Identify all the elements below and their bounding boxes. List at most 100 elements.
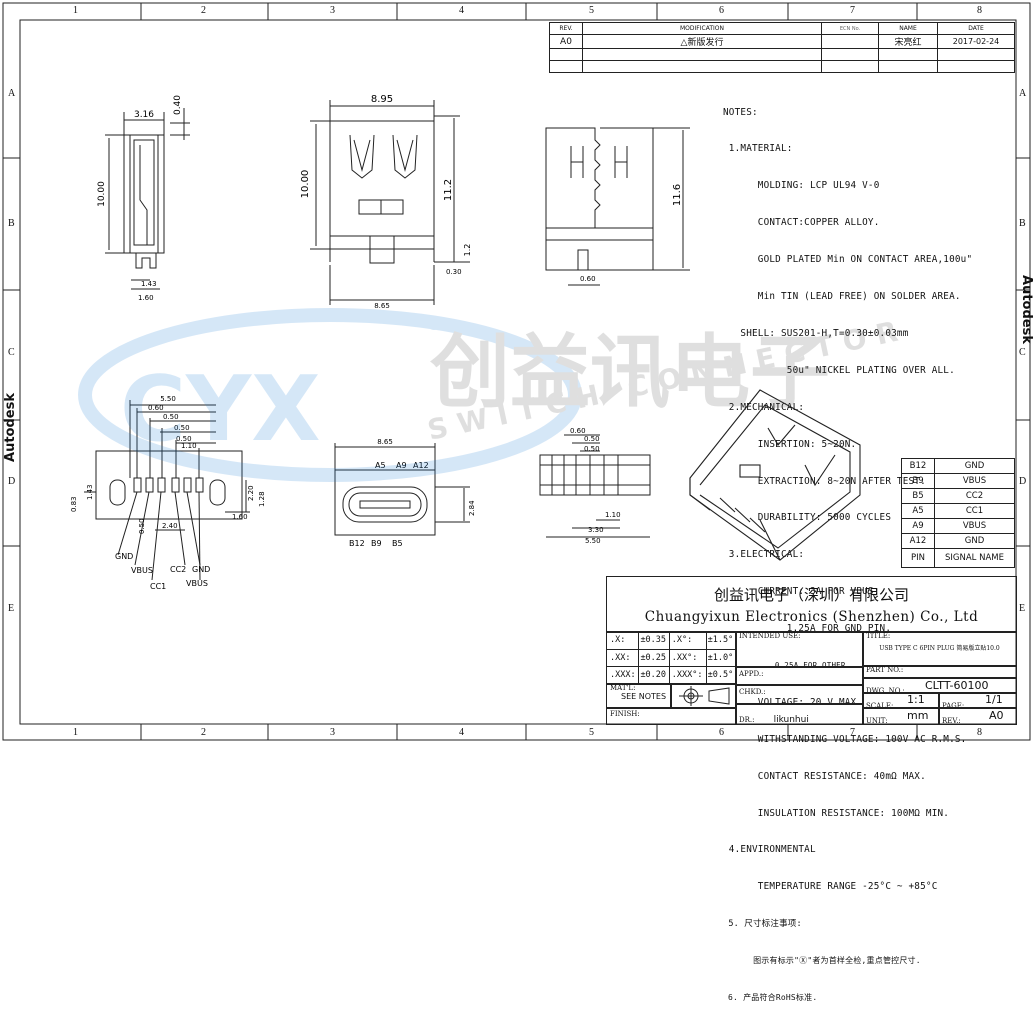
- fv-top-a5: A5: [375, 461, 386, 470]
- pin-cell: B5: [901, 488, 935, 504]
- zone-col-5: 5: [589, 5, 594, 16]
- dim-fp-0: 5.50: [160, 395, 176, 403]
- signal-cell: CC2: [934, 488, 1015, 504]
- tol-value: ±0.35: [638, 632, 670, 649]
- dim-v1-top: 0.40: [173, 95, 183, 115]
- dim-v3-h: 11.6: [672, 184, 683, 206]
- notes-line: 图示有标示"Ⓧ"者为首样全检,重点管控尺寸.: [723, 956, 921, 966]
- mat-label: MAT'L:: [610, 684, 636, 692]
- chkd-label: CHKD.:: [739, 688, 766, 696]
- rev-cell: REV.: A0: [938, 707, 1017, 725]
- front-view-2: [310, 100, 470, 305]
- notes-line: VOLTAGE: 20 V MAX: [723, 696, 857, 708]
- fp-label-vbus: VBUS: [131, 566, 153, 575]
- part-no-label: PART NO.:: [866, 666, 904, 674]
- notes-line: 1.25A FOR GND PIN.: [723, 623, 892, 635]
- zone-col-4-bottom: 4: [459, 727, 464, 738]
- notes-line: SHELL: SUS201-H,T=0.30±0.03mm: [723, 327, 909, 339]
- unit-cell: UNIT: mm: [862, 707, 940, 725]
- notes-line: 4.ENVIRONMENTAL: [723, 844, 816, 856]
- zone-row-b-right: B: [1019, 218, 1026, 229]
- zone-col-8-bottom: 8: [977, 727, 982, 738]
- signal-cell: VBUS: [934, 518, 1015, 534]
- title-block-company: 创益讯电子（深圳）有限公司 Chuangyixun Electronics (S…: [606, 576, 1017, 633]
- signal-cell: GND: [934, 458, 1015, 474]
- zone-col-7: 7: [850, 5, 855, 16]
- side-view-1: [105, 108, 190, 290]
- notes-line: 6. 产品符合RoHS标准.: [723, 992, 818, 1002]
- dim-v2-w: 8.95: [371, 94, 393, 105]
- zone-row-e-right: E: [1019, 603, 1026, 614]
- company-name-en: Chuangyixun Electronics (Shenzhen) Co., …: [644, 609, 979, 625]
- watermark-mark: ®: [425, 314, 443, 335]
- tol-label: .XX°:: [669, 649, 707, 666]
- fv-bot-b12: B12: [349, 539, 365, 548]
- zone-col-1: 1: [73, 5, 78, 16]
- notes-line: 3.ELECTRICAL:: [723, 549, 805, 561]
- notes-line: INSULATION RESISTANCE: 100MΩ MIN.: [723, 807, 950, 819]
- zone-row-b: B: [8, 218, 15, 229]
- watermark-en: SWITCH CONNECTOR: [425, 313, 911, 447]
- scale-label: SCALE:: [866, 702, 894, 710]
- dr-value: likunhui: [773, 715, 809, 725]
- dim-fv-w: 8.65: [377, 438, 393, 446]
- notes-line: INSERTION: 5~20N.: [723, 438, 857, 450]
- notes-line: 2.MECHANICAL:: [723, 401, 805, 413]
- back-view-3: [545, 127, 690, 286]
- tolerance-block: .X: ±0.35 .X°: ±1.5° .XX: ±0.25 .XX°: ±1…: [606, 631, 737, 685]
- dim-sv-3: 1.10: [605, 511, 621, 519]
- dim-v1-h: 10.00: [97, 181, 107, 207]
- zone-row-c: C: [8, 347, 15, 358]
- notes-line: DURABILITY: 5000 CYCLES: [723, 512, 892, 524]
- zone-row-a: A: [8, 88, 16, 99]
- dim-sv-4: 3.30: [588, 526, 604, 534]
- page-value: 1/1: [985, 693, 1003, 706]
- notes-line: 5. 尺寸标注事项:: [723, 919, 802, 930]
- pin-cell: A12: [901, 533, 935, 549]
- dim-fv-h: 2.84: [468, 500, 476, 516]
- notes-line: 50u" NICKEL PLATING OVER ALL.: [723, 364, 955, 376]
- dim-fp-10: 2.20: [247, 485, 255, 501]
- dim-sv-2: 0.50: [584, 445, 600, 453]
- notes-line: TEMPERATURE RANGE -25°C ~ +85°C: [723, 881, 938, 893]
- tol-label: .XXX:: [607, 666, 640, 683]
- dim-fp-12: 1.28: [258, 491, 266, 507]
- zone-col-3: 3: [330, 5, 335, 16]
- fv-bot-b9: B9: [371, 539, 382, 548]
- zone-col-3-bottom: 3: [330, 727, 335, 738]
- dim-sv-1: 0.50: [584, 435, 600, 443]
- front-opening-view: [334, 443, 470, 536]
- fv-bot-b5: B5: [392, 539, 403, 548]
- scale-cell: SCALE: 1:1: [862, 692, 940, 710]
- pin-cell: A5: [901, 503, 935, 519]
- tol-value: ±0.5°: [707, 669, 734, 680]
- material-cell: MAT'L: SEE NOTES: [606, 683, 672, 709]
- dim-v2-h: 10.00: [300, 170, 311, 199]
- notes-line: CONTACT RESISTANCE: 40mΩ MAX.: [723, 770, 926, 782]
- notes-line: 1.MATERIAL:: [723, 143, 793, 155]
- page-label: PAGE:: [942, 702, 965, 710]
- side-pin-view: [539, 434, 651, 538]
- zone-col-6-bottom: 6: [719, 727, 724, 738]
- dim-v2-s: 1.2: [463, 244, 472, 257]
- dim-v3-b: 0.60: [580, 275, 596, 283]
- page-cell: PAGE: 1/1: [938, 692, 1017, 710]
- pin-header: PIN: [901, 548, 935, 568]
- signal-cell: CC1: [934, 503, 1015, 519]
- rev-label: REV.:: [942, 717, 961, 725]
- tol-label: .X°:: [669, 632, 707, 649]
- tol-label: .XX:: [607, 649, 640, 666]
- dim-sv-5: 5.50: [585, 537, 601, 545]
- dim-fp-7: 1.43: [86, 484, 94, 500]
- notes-line: CONTACT:COPPER ALLOY.: [723, 217, 880, 229]
- revision-table: REV. MODIFICATION ECN No. NAME DATE A0 △…: [549, 22, 1015, 73]
- notes-line: CURRENT: 3A FOR VBUS;: [723, 586, 880, 598]
- notes-line: WITHSTANDING VOLTAGE: 100V AC R.M.S.: [723, 733, 967, 745]
- isometric-view: [689, 389, 861, 561]
- pin-cell: B9: [901, 473, 935, 489]
- projection-symbol: [670, 683, 737, 709]
- title-cell: TITLE: USB TYPE C 6PIN PLUG 简易版立贴10.0: [862, 631, 1017, 667]
- company-name-cn: 创益讯电子（深圳）有限公司: [713, 586, 909, 604]
- dim-fp-5: 1.10: [181, 442, 197, 450]
